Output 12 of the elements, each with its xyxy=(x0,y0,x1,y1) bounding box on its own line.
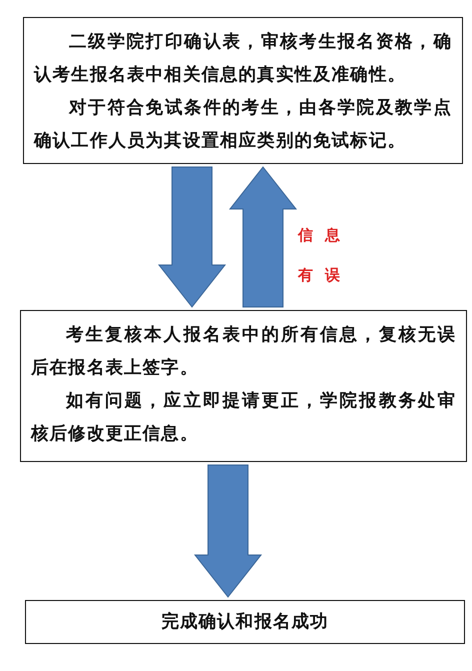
paragraph: 完成确认和报名成功 xyxy=(160,610,330,634)
block-arrow xyxy=(228,166,298,308)
paragraph: 二级学院打印确认表，审核考生报名资格，确认考生报名表中相关信息的真实性及准确性。 xyxy=(34,30,452,87)
process-box xyxy=(20,310,467,462)
paragraph: 如有问题，应立即提请更正，学院报教务处审核后修改更正信息。 xyxy=(31,390,456,446)
process-box xyxy=(23,17,463,164)
process-box xyxy=(25,600,465,644)
paragraph: 对于符合免试条件的考生，由各学院及教学点确认工作人员为其设置相应类别的免试标记。 xyxy=(34,97,452,153)
block-arrow xyxy=(194,464,262,598)
block-arrow xyxy=(158,166,226,308)
edge-label: 信息有误 xyxy=(298,225,353,286)
paragraph: 考生复核本人报名表中的所有信息，复核无误后在报名表上签字。 xyxy=(31,324,456,380)
